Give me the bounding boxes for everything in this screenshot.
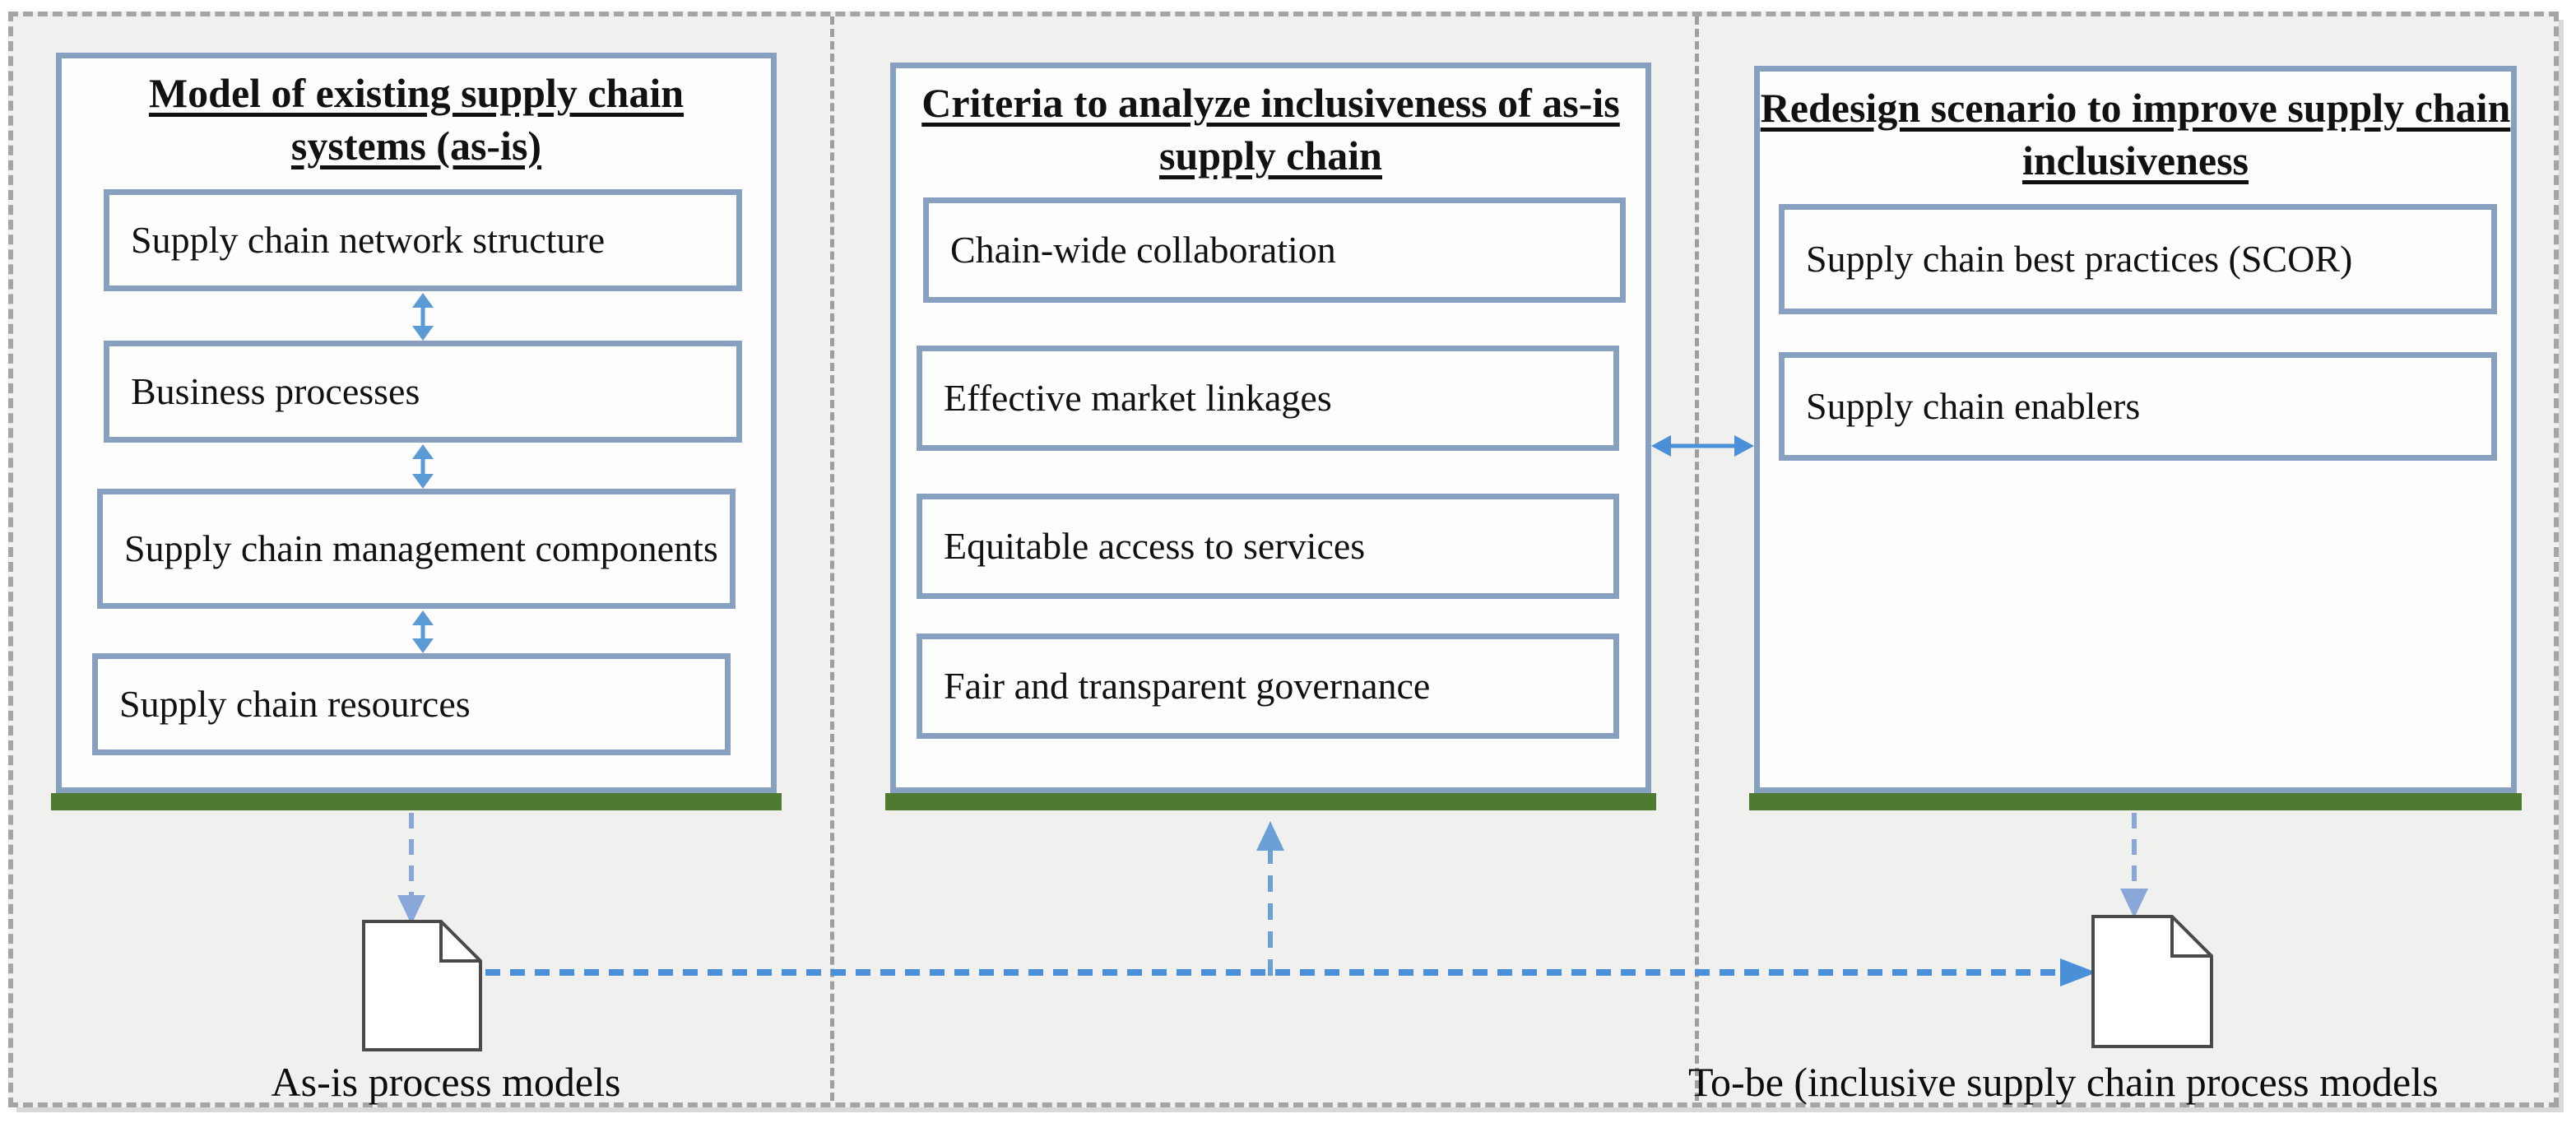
artifact-label-to-be: To-be (inclusive supply chain process mo…: [1688, 1059, 2439, 1105]
box-supply-chain-resources: Supply chain resources: [92, 653, 731, 755]
dashed-drop-arrow-icon: [2120, 813, 2148, 918]
panel-title: Criteria to analyze inclusiveness of as-…: [921, 80, 1620, 179]
box-supply-chain-best-practices: Supply chain best practices (SCOR): [1779, 204, 2497, 314]
document-icon: [2091, 915, 2213, 1048]
artifact-label-as-is: As-is process models: [271, 1059, 621, 1105]
box-supply-chain-management-components: Supply chain management components: [97, 489, 736, 609]
vertical-double-arrow-icon: [412, 444, 434, 489]
panel-inclusiveness-criteria: Criteria to analyze inclusiveness of as-…: [890, 63, 1651, 793]
panel-base-bar: [1749, 793, 2522, 810]
box-supply-chain-network-structure: Supply chain network structure: [104, 189, 742, 291]
panel-title: Model of existing supply chain systems (…: [148, 70, 685, 169]
box-fair-and-transparent-governance: Fair and transparent governance: [917, 633, 1619, 739]
panel-title: Redesign scenario to improve supply chai…: [1760, 85, 2511, 183]
box-equitable-access-to-services: Equitable access to services: [917, 494, 1619, 599]
section-divider-1: [830, 16, 834, 1101]
box-business-processes: Business processes: [104, 341, 742, 443]
box-effective-market-linkages: Effective market linkages: [917, 346, 1619, 451]
panel-redesign-scenario: Redesign scenario to improve supply chai…: [1754, 66, 2517, 793]
process-flow-arrow-icon: [485, 958, 2096, 986]
section-divider-2: [1695, 16, 1699, 1101]
box-chain-wide-collaboration: Chain-wide collaboration: [923, 197, 1626, 303]
box-supply-chain-enablers: Supply chain enablers: [1779, 352, 2497, 461]
vertical-double-arrow-icon: [412, 293, 434, 341]
panel-base-bar: [51, 793, 782, 810]
dashed-up-arrow-icon: [1256, 821, 1284, 976]
horizontal-double-arrow-icon: [1651, 435, 1754, 457]
vertical-double-arrow-icon: [412, 610, 434, 653]
dashed-drop-arrow-icon: [397, 813, 425, 925]
panel-as-is-model: Model of existing supply chain systems (…: [56, 53, 777, 793]
document-icon: [362, 920, 482, 1051]
panel-base-bar: [885, 793, 1656, 810]
